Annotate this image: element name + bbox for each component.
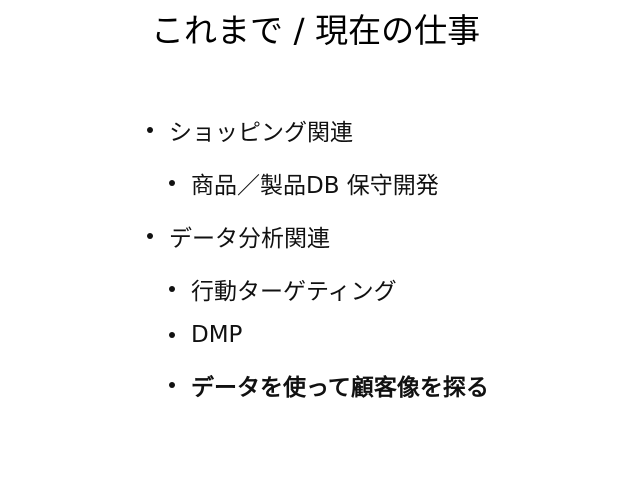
bullet-text: データを使って顧客像を探る <box>191 375 489 401</box>
bullet-dot-icon <box>147 127 153 133</box>
bullet-item-behavioral-targeting: 行動ターゲティング <box>169 271 397 307</box>
slide-title: これまで / 現在の仕事 <box>151 11 481 50</box>
bullet-dot-icon <box>147 233 153 239</box>
bullet-text: DMP <box>191 322 243 348</box>
bullet-dot-icon <box>169 332 175 338</box>
bullet-text: データ分析関連 <box>169 226 330 252</box>
bullet-item-shopping: ショッピング関連 <box>147 112 353 148</box>
bullet-dot-icon <box>169 180 175 186</box>
bullet-item-data-analysis: データ分析関連 <box>147 218 330 254</box>
bullet-dot-icon <box>169 286 175 292</box>
bullet-item-customer-insight: データを使って顧客像を探る <box>169 367 489 403</box>
bullet-text: 行動ターゲティング <box>191 279 397 305</box>
bullet-dot-icon <box>169 382 175 388</box>
bullet-text: ショッピング関連 <box>169 120 353 146</box>
bullet-text: 商品／製品DB 保守開発 <box>191 173 439 199</box>
bullet-item-dmp: DMP <box>169 317 242 353</box>
bullet-item-product-db: 商品／製品DB 保守開発 <box>169 165 439 201</box>
